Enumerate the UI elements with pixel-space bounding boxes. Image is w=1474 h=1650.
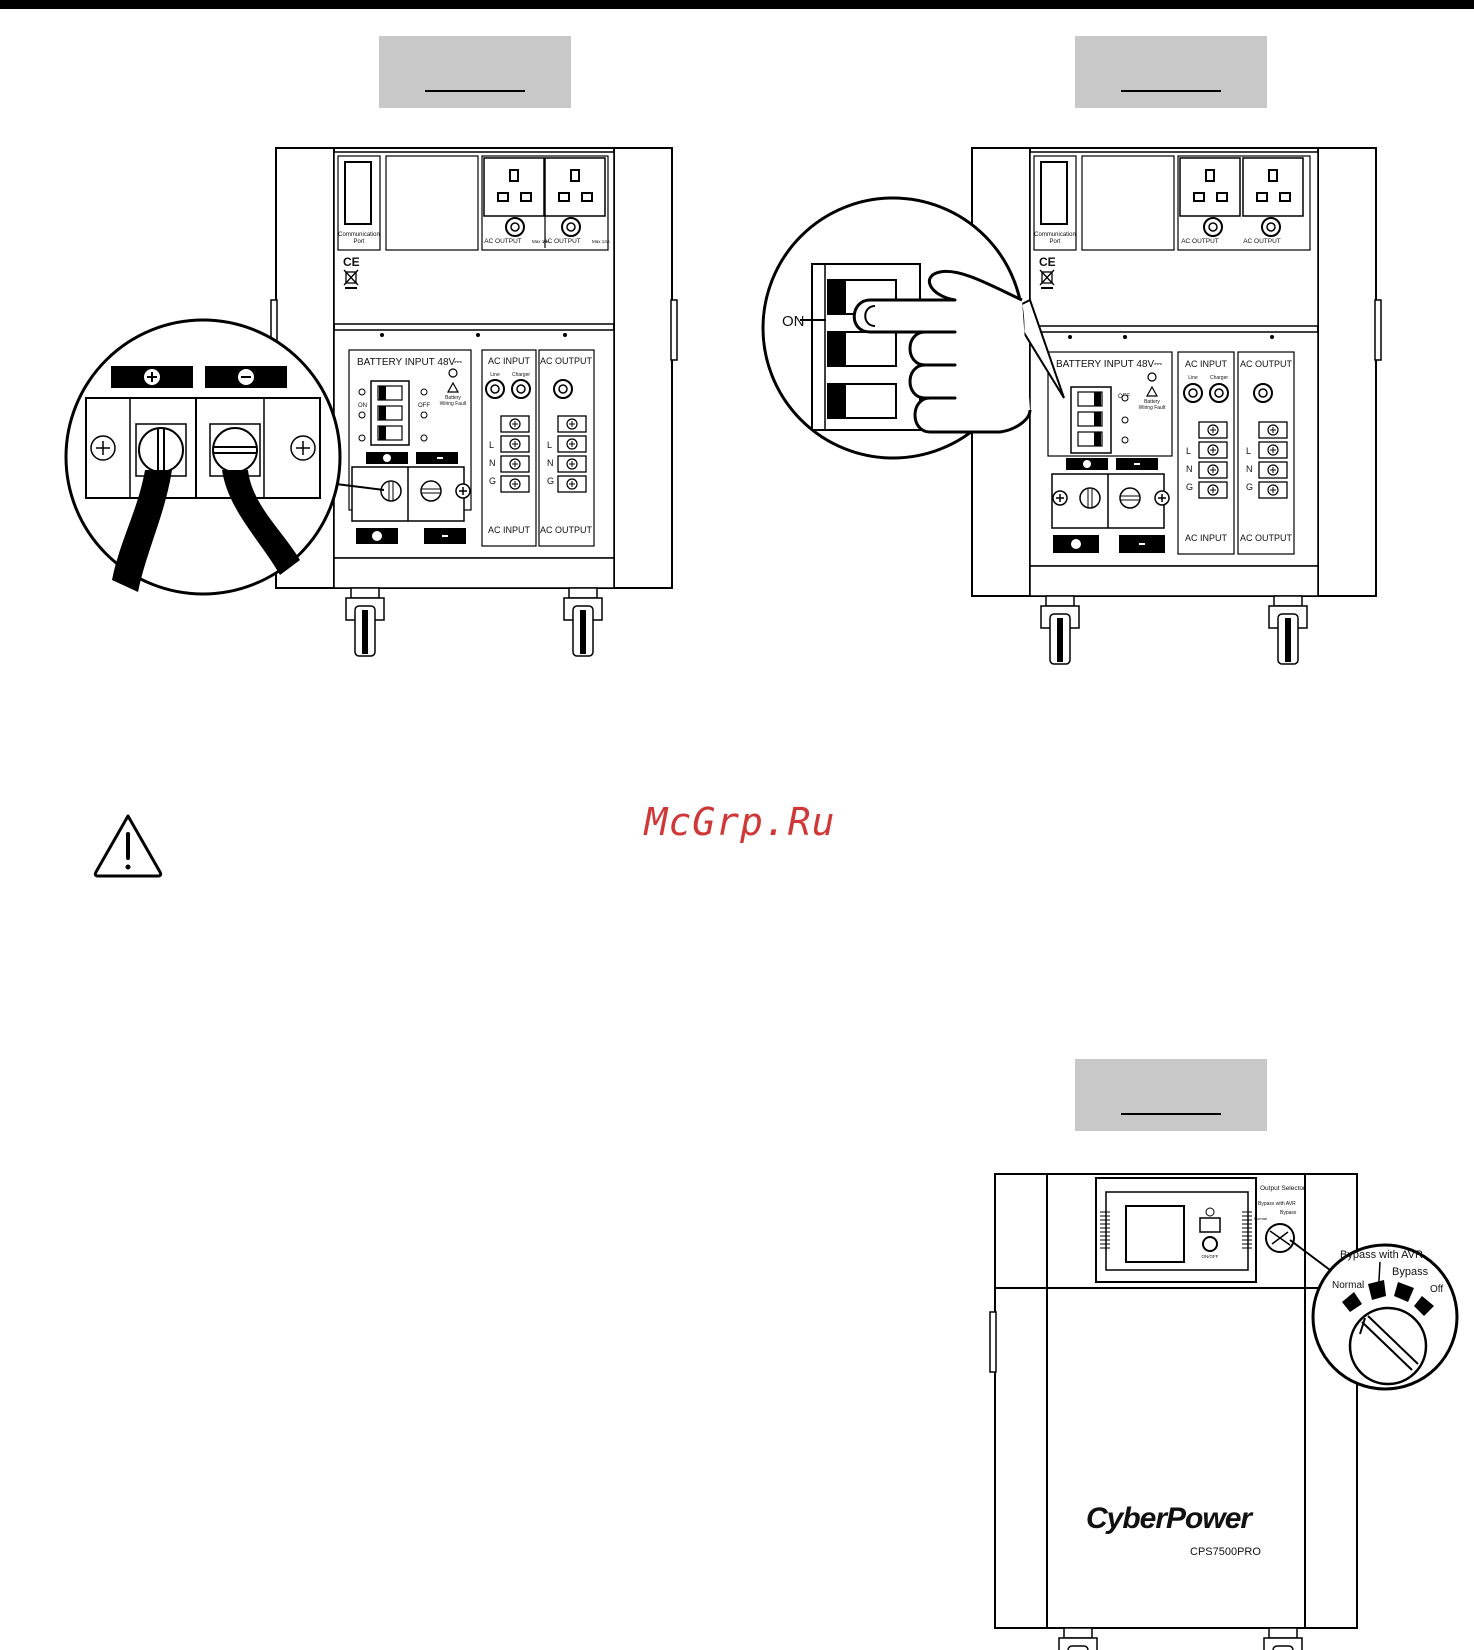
brand-logo: CyberPower (1086, 1502, 1254, 1535)
charger-label: Charger (512, 372, 530, 378)
battery-fault-label-r-l1: Battery (1144, 399, 1160, 405)
ce-mark-icon: CE (343, 255, 360, 269)
on-callout-label: ON (782, 313, 805, 330)
ac-in-N-r: N (1186, 464, 1193, 474)
power-button-icon (1202, 1236, 1218, 1252)
ac-in-G-r: G (1186, 482, 1193, 492)
battery-fault-label-l2: Wiring Fault (440, 401, 467, 407)
comm-port-label-l1: Communication (338, 232, 380, 238)
ac-out-G: G (547, 476, 554, 486)
ac-in-G: G (489, 476, 496, 486)
ac-out-N: N (547, 458, 554, 468)
warning-icon (93, 814, 163, 878)
ups-front-view: ON/OFF Output Selector Bypass with AVR B… (989, 1173, 1358, 1650)
power-button-label: ON/OFF (1202, 1254, 1219, 1259)
top-rule (0, 0, 1474, 9)
figure-label-box-3 (1075, 1059, 1267, 1131)
dc-symbol: ⎓ (454, 357, 462, 368)
ac-out-N-r: N (1246, 464, 1253, 474)
ac-output-socket-label-r2: AC OUTPUT (1243, 238, 1281, 245)
max-note-2: Max 13A (592, 239, 610, 244)
watermark: McGrp.Ru (644, 800, 836, 844)
battery-input-label: BATTERY INPUT 48V (357, 357, 456, 368)
ups-rear-panel-left: Communication Port AC OUTPUT AC OUTPUT M… (270, 147, 678, 657)
figure-label-box-1 (379, 36, 571, 108)
ce-mark-icon-r: CE (1039, 255, 1056, 269)
battery-on-label: ON (358, 403, 367, 409)
ac-output-label-top-r: AC OUTPUT (1240, 359, 1293, 369)
breaker-on-zoom: ON (761, 196, 1065, 460)
line-label: Line (490, 372, 500, 378)
selector-bypass-avr-label: Bypass with AVR (1340, 1249, 1423, 1261)
ac-output-label-bottom-r: AC OUTPUT (1240, 533, 1293, 543)
ac-in-L-r: L (1186, 446, 1191, 456)
ac-out-G-r: G (1246, 482, 1253, 492)
dc-symbol-r: ⎓ (1154, 359, 1162, 370)
max-note-1: Max 13A (532, 239, 550, 244)
ac-out-L-r: L (1246, 446, 1251, 456)
ac-out-L: L (547, 440, 552, 450)
ups-rear-panel-right: Communication Port AC OUTPUT AC OUTPUT C… (971, 147, 1382, 665)
battery-fault-label-r-l2: Wiring Fault (1139, 405, 1166, 411)
selector-bypass-label: Bypass (1392, 1266, 1429, 1278)
weee-bin-icon (343, 269, 359, 289)
selector-normal-label: Normal (1332, 1280, 1364, 1291)
comm-port-label-l2: Port (353, 239, 364, 245)
ac-output-label-bottom: AC OUTPUT (540, 525, 593, 535)
figure-label-box-2 (1075, 36, 1267, 108)
ac-output-socket-label-r1: AC OUTPUT (1181, 238, 1219, 245)
ac-in-N: N (489, 458, 496, 468)
selector-bypass-avr-small: Bypass with AVR (1258, 1201, 1296, 1207)
battery-input-label-r: BATTERY INPUT 48V (1056, 359, 1155, 370)
charger-label-r: Charger (1210, 375, 1228, 381)
ac-input-label-top: AC INPUT (488, 356, 531, 366)
battery-fault-label-l1: Battery (445, 395, 461, 401)
ac-output-socket-label-2: AC OUTPUT (543, 238, 581, 245)
ac-input-label-bottom-r: AC INPUT (1185, 533, 1228, 543)
comm-port-label-r-l2: Port (1049, 239, 1060, 245)
output-selector-zoom: Bypass with AVR Bypass Normal Off (1289, 1239, 1459, 1391)
ac-input-label-bottom: AC INPUT (488, 525, 531, 535)
output-selector-label: Output Selector (1260, 1185, 1306, 1192)
line-label-r: Line (1188, 375, 1198, 381)
battery-terminal-zoom (64, 318, 385, 596)
selector-normal-small: Normal (1254, 1216, 1267, 1221)
ac-input-label-top-r: AC INPUT (1185, 359, 1228, 369)
selector-bypass-small: Bypass (1280, 1210, 1297, 1216)
model-label: CPS7500PRO (1190, 1546, 1261, 1558)
weee-bin-icon-r (1039, 269, 1055, 289)
ac-output-label-top: AC OUTPUT (540, 356, 593, 366)
comm-port-label-r-l1: Communication (1034, 232, 1076, 238)
selector-off-label: Off (1430, 1284, 1443, 1295)
ac-output-socket-label-1: AC OUTPUT (484, 238, 522, 245)
battery-off-label: OFF (418, 403, 430, 409)
ac-in-L: L (489, 440, 494, 450)
